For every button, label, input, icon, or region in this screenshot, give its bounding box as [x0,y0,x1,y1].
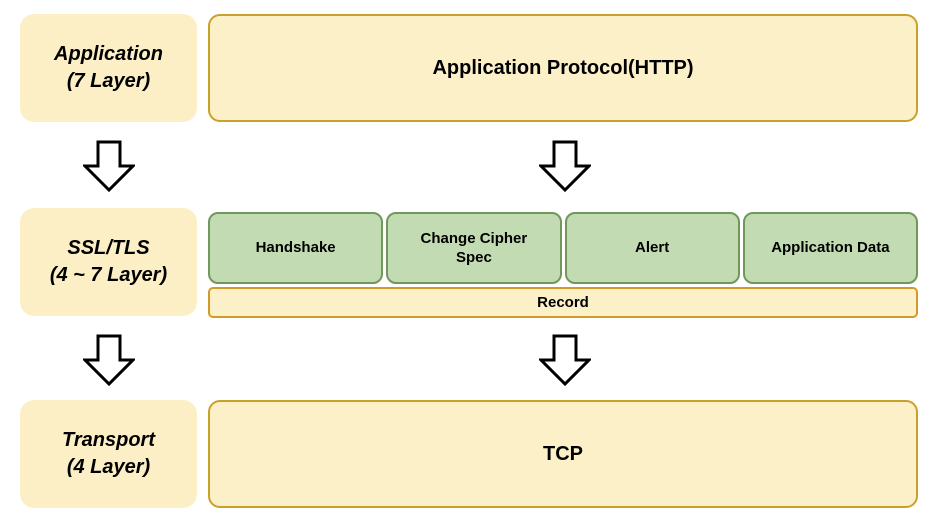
tls-sublayer-label: Change Cipher Spec [420,229,528,267]
layer-label-line: (7 Layer) [66,70,151,92]
down-arrow-icon [83,140,135,192]
tls-sublayer-change-cipher-spec: Change Cipher Spec [386,212,562,284]
tls-sublayer-label: Application Data [771,239,890,257]
record-layer-label: Record [537,294,589,311]
layer-label-line: (4 ~ 7 Layer) [49,264,168,286]
layer-label-line: (4 Layer) [66,456,151,478]
layer-label-line: SSL/TLS [67,237,150,259]
tls-sublayer-application-data: Application Data [742,212,918,284]
layer-box-ssl-tls: SSL/TLS (4 ~ 7 Layer) [20,208,197,316]
layer-label-line: Transport [62,429,155,451]
tls-sublayer-row: Handshake Change Cipher Spec Alert Appli… [208,212,918,284]
record-layer-bar: Record [208,287,918,318]
application-protocol-box: Application Protocol(HTTP) [208,14,918,122]
layer-label-line: Application [54,43,163,65]
application-protocol-label: Application Protocol(HTTP) [432,56,694,79]
layer-box-transport: Transport (4 Layer) [20,400,197,508]
layer-box-application: Application (7 Layer) [20,14,197,122]
tls-sublayer-label: Alert [635,239,670,257]
down-arrow-icon [83,334,135,386]
tls-sublayer-handshake: Handshake [208,212,384,284]
tcp-box: TCP [208,400,918,508]
tcp-label: TCP [543,442,583,465]
tls-sublayer-alert: Alert [564,212,740,284]
down-arrow-icon [539,334,591,386]
tls-sublayer-label: Handshake [255,239,336,257]
down-arrow-icon [539,140,591,192]
